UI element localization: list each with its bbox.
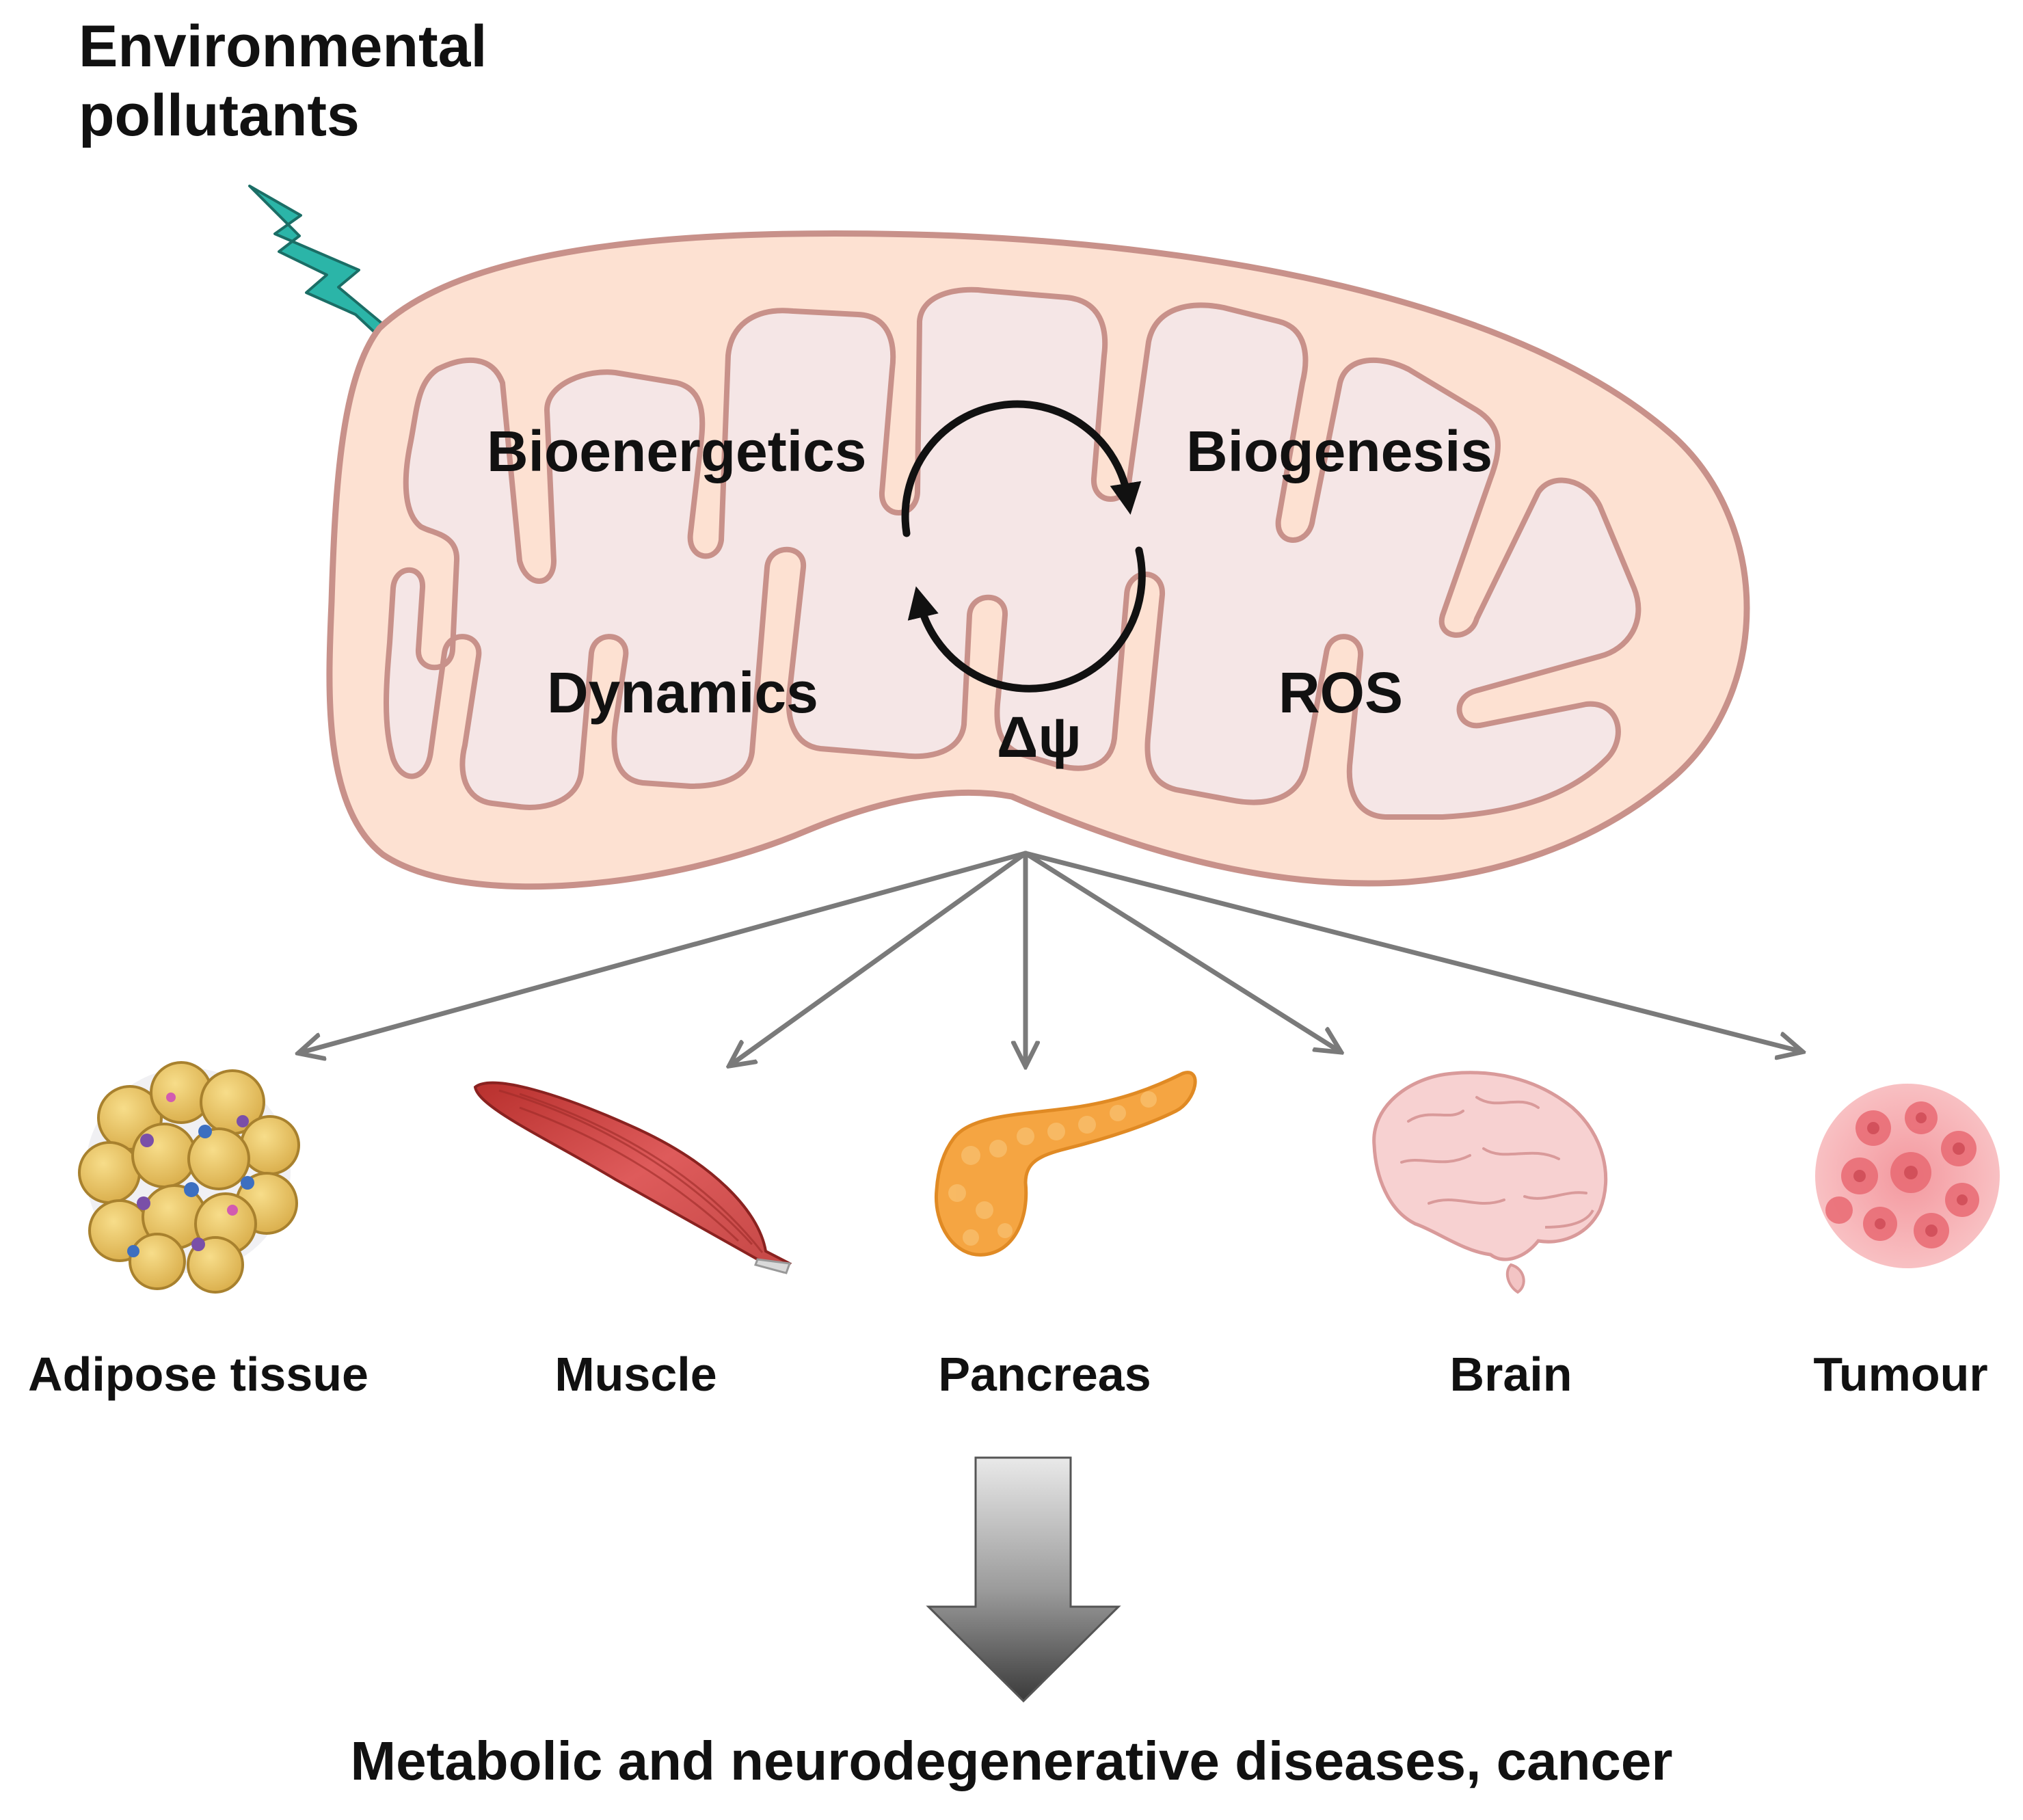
tumour-icon [1815, 1084, 2000, 1268]
adipose-tissue-icon [78, 1061, 300, 1294]
muscle-icon [473, 1081, 792, 1274]
target-brain-label: Brain [1449, 1348, 1572, 1401]
process-dynamics-label: Dynamics [547, 660, 818, 725]
target-adipose-label: Adipose tissue [28, 1348, 369, 1401]
tissue-arrows [299, 851, 1801, 1065]
target-pancreas-label: Pancreas [938, 1348, 1151, 1401]
membrane-potential-label: Δψ [997, 705, 1082, 769]
target-tumour-label: Tumour [1813, 1348, 1988, 1401]
target-muscle-label: Muscle [554, 1348, 717, 1401]
outcome-label: Metabolic and neurodegenerative diseases… [350, 1730, 1673, 1791]
pancreas-icon [934, 1071, 1197, 1257]
arrow-to-adipose [299, 851, 1028, 1053]
outcome-arrow-icon [926, 1456, 1121, 1703]
process-ros-label: ROS [1278, 660, 1404, 725]
process-biogenesis-label: Biogenesis [1186, 419, 1493, 483]
stressor-label: Environmental pollutants [79, 14, 487, 149]
arrow-to-muscle [730, 851, 1028, 1065]
process-bioenergetics-label: Bioenergetics [487, 419, 867, 483]
cycle-arrows-icon [901, 400, 1146, 693]
brain-icon [1372, 1071, 1608, 1294]
arrow-to-tumour [1023, 851, 1801, 1052]
arrow-to-brain [1023, 851, 1340, 1052]
